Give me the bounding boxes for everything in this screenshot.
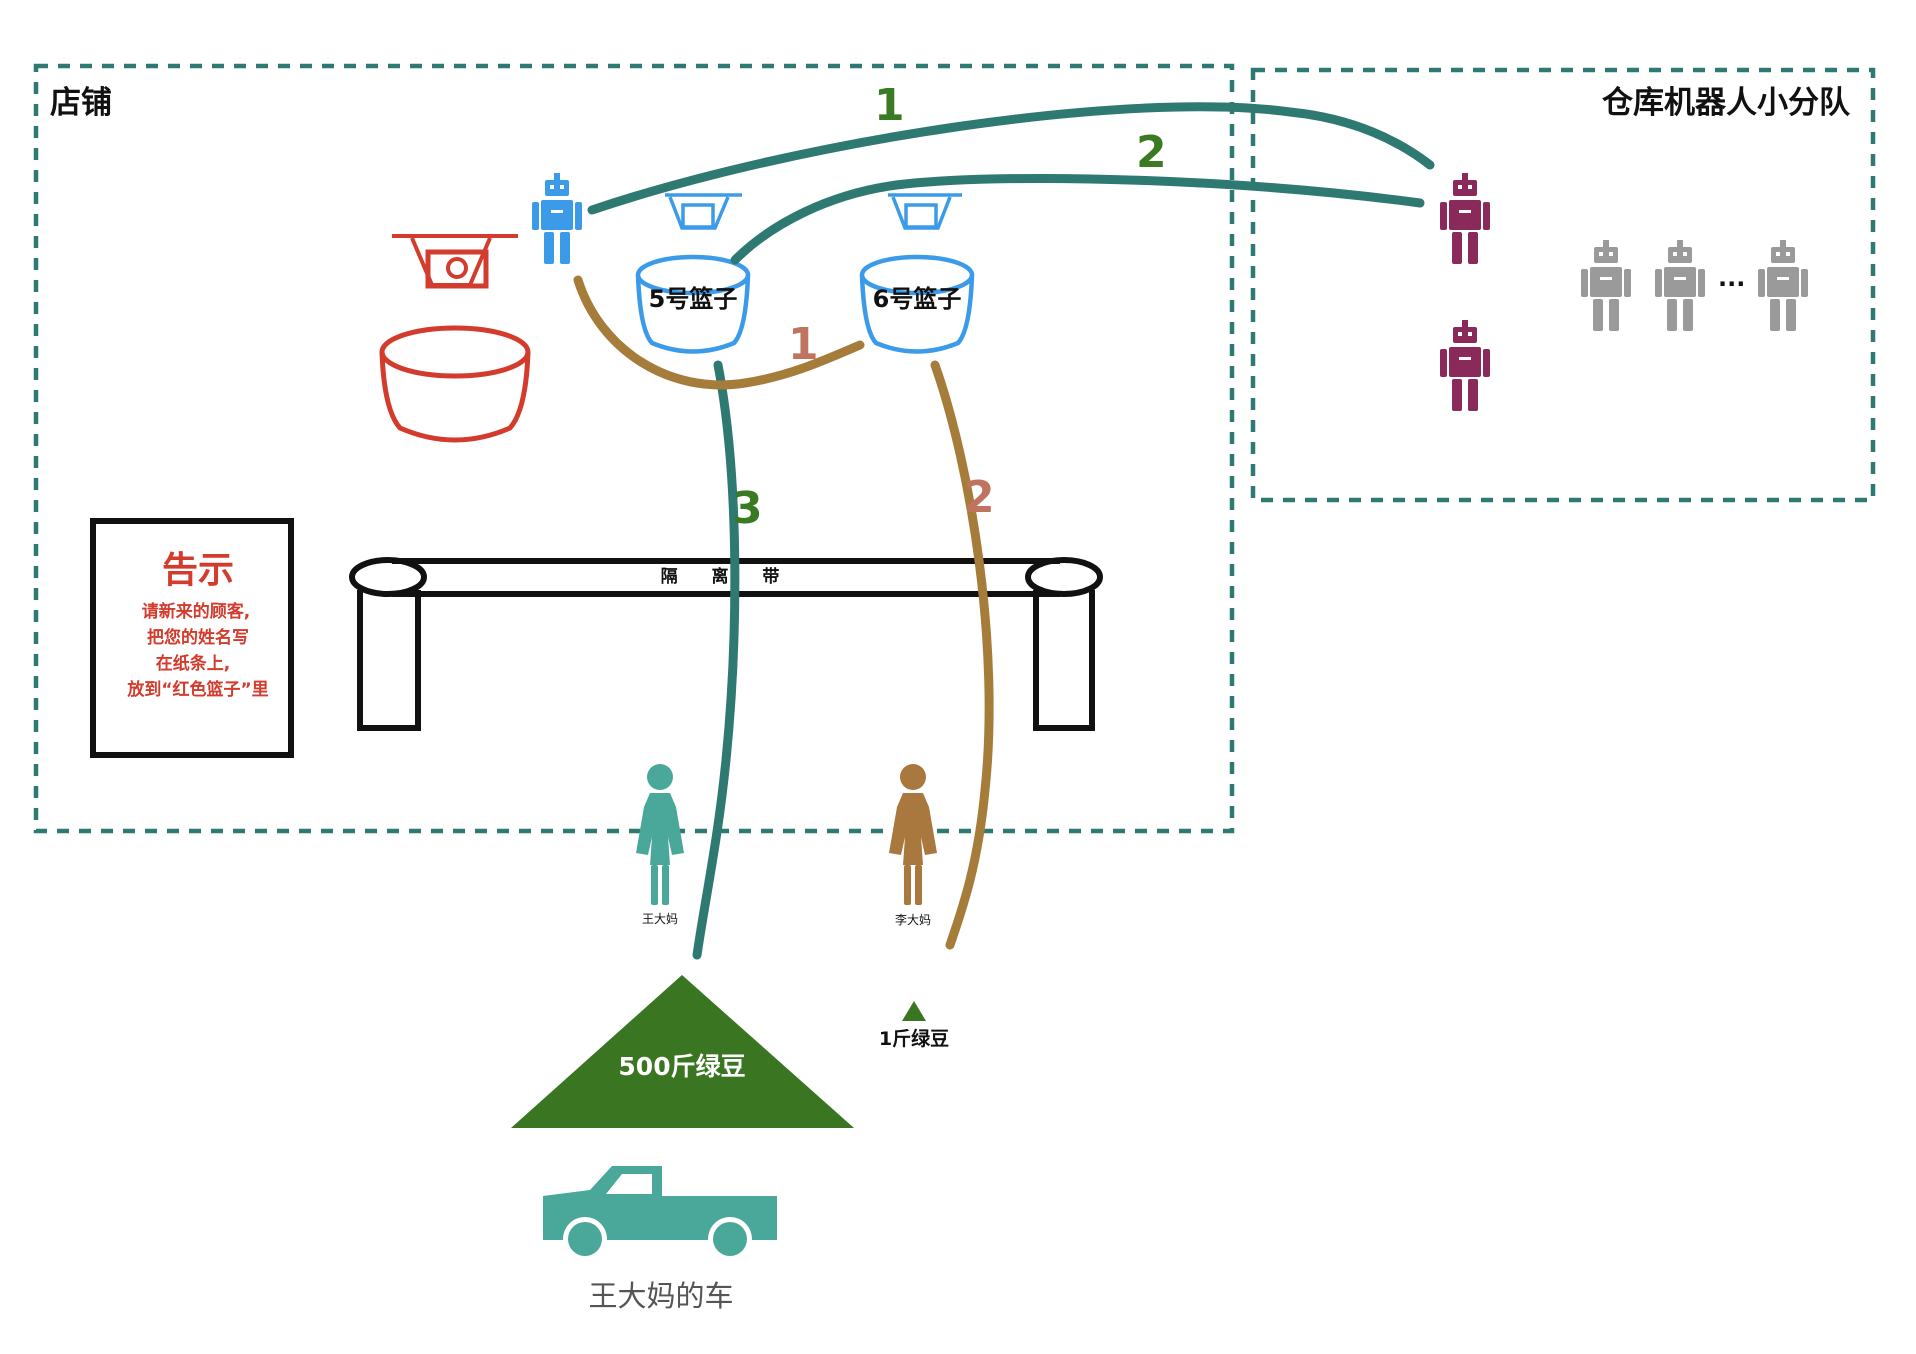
teal-arrow-3-number: 3 <box>732 483 763 534</box>
basket-5-icon <box>635 254 751 354</box>
store-title: 店铺 <box>50 85 112 121</box>
notice-title: 告示 <box>161 550 235 591</box>
purple-robot-busy-icon <box>1440 173 1490 264</box>
car-caption: 王大妈的车 <box>588 1279 734 1313</box>
small-bean-label: 1斤绿豆 <box>878 1028 950 1050</box>
notice-line: 在纸条上, <box>155 654 231 674</box>
big-bean-pile-icon <box>511 975 854 1128</box>
red-basket-icon <box>379 325 531 443</box>
warehouse-title: 仓库机器人小分队 <box>1602 85 1850 121</box>
woman-wang-icon <box>636 764 684 905</box>
brown-arrow-2 <box>930 360 994 950</box>
blue-tray-5-icon <box>665 193 742 230</box>
barrier-tape <box>349 557 1103 731</box>
teal-arrow-1-number: 1 <box>874 80 905 131</box>
notice-line: 放到“红色篮子”里 <box>127 680 269 700</box>
notice-line: 请新来的顾客, <box>141 602 251 622</box>
warehouse-region <box>1250 67 1876 503</box>
notice-line: 把您的姓名写 <box>147 628 249 648</box>
brown-arrow-2-number: 2 <box>964 472 995 523</box>
blue-tray-6-icon <box>888 193 962 230</box>
brown-arrow-1-number: 1 <box>788 319 819 370</box>
purple-robot-idle-icon <box>1440 320 1490 411</box>
person-wang-name: 王大妈 <box>641 912 679 926</box>
more-robots-ellipsis: ... <box>1718 264 1746 292</box>
teal-arrow-1 <box>587 102 1435 215</box>
big-bean-label: 500斤绿豆 <box>618 1052 746 1081</box>
person-li-name: 李大妈 <box>894 913 932 927</box>
basket-6-label: 6号篮子 <box>872 285 962 313</box>
woman-li-icon <box>889 764 937 905</box>
store-region <box>33 63 1235 834</box>
gray-robot-icon <box>1581 240 1808 331</box>
brown-arrow-1 <box>573 275 865 390</box>
teal-arrow-3 <box>692 360 740 960</box>
pickup-truck-icon <box>543 1166 777 1261</box>
blue-robot-icon <box>532 173 582 264</box>
basket-5-label: 5号篮子 <box>648 285 738 313</box>
small-bean-pile-icon <box>902 1001 926 1021</box>
basket-6-icon <box>859 254 975 354</box>
teal-arrow-2-number: 2 <box>1136 127 1167 178</box>
barrier-label: 隔 离 带 <box>660 567 794 587</box>
notice-board <box>90 518 294 758</box>
teal-arrow-2 <box>730 173 1425 265</box>
red-tray-icon <box>392 234 518 289</box>
